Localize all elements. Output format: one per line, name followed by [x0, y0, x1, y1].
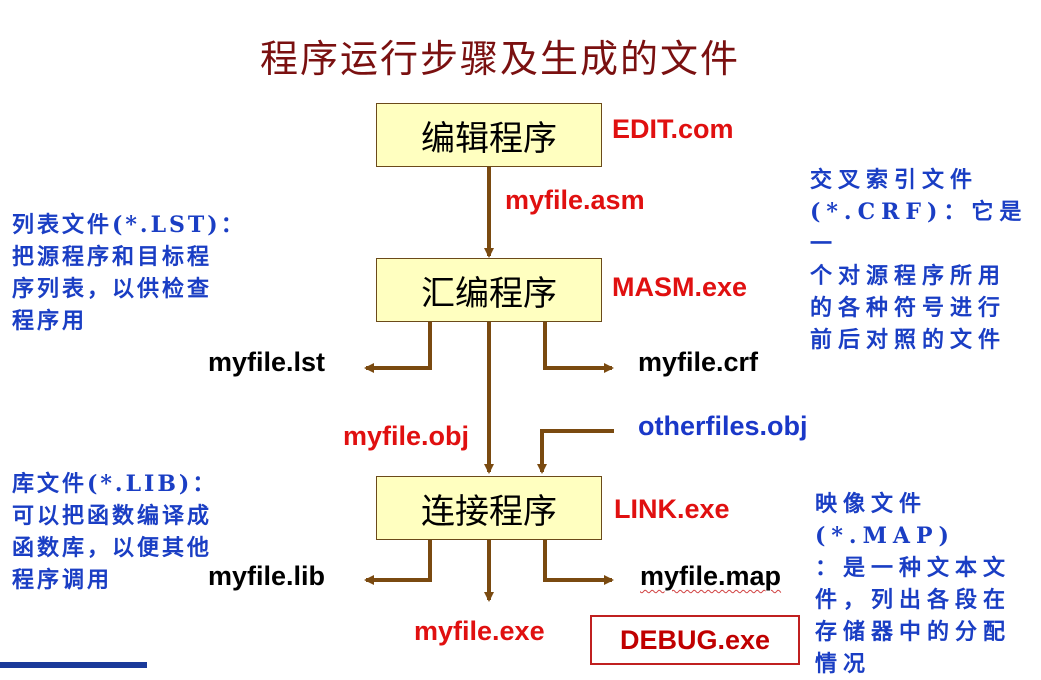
edit-box: 编辑程序 [376, 103, 602, 167]
bottom-bar [0, 662, 147, 668]
link-box: 连接程序 [376, 476, 602, 540]
note-crf-line: 交叉索引文件 [810, 167, 979, 193]
note-crf-line: 的各种符号进行 [810, 295, 1007, 321]
note-crf-line: 前后对照的文件 [810, 327, 1007, 353]
tool-link: LINK.exe [614, 494, 730, 524]
note-crf: 交叉索引文件 (*.CRF)：它是一 个对源程序所用 的各种符号进行 前后对照的… [810, 164, 1041, 356]
note-lib-line: 函数库，以便其他 [12, 535, 213, 561]
note-lib-line: 可以把函数编译成 [12, 503, 213, 529]
arrow-to-lst [364, 322, 432, 373]
file-crf: myfile.crf [638, 347, 759, 377]
note-lst-line: 列表文件(*.LST)： [12, 212, 246, 238]
note-lib: 库文件(*.LIB)： 可以把函数编译成 函数库，以便其他 程序调用 [12, 468, 217, 596]
note-map: 映像文件(*.MAP) ：是一种文本文 件，列出各段在 存储器中的分配 情况 [815, 488, 1041, 680]
tool-masm: MASM.exe [612, 272, 748, 302]
arrow-otherobj [537, 429, 614, 474]
tool-debug: DEBUG.exe [590, 615, 800, 665]
file-obj: myfile.obj [343, 421, 470, 451]
file-lst: myfile.lst [208, 347, 326, 377]
note-map-line: 件，列出各段在 [815, 587, 1012, 613]
note-lst-line: 程序用 [12, 308, 88, 334]
note-lst-line: 把源程序和目标程 [12, 244, 213, 270]
note-map-line: 存储器中的分配 [815, 619, 1012, 645]
note-map-line: ：是一种文本文 [815, 555, 1012, 581]
arrow-to-crf [543, 322, 614, 373]
file-exe: myfile.exe [414, 616, 545, 646]
file-asm: myfile.asm [505, 185, 645, 215]
note-map-line: 情况 [815, 651, 872, 677]
note-map-line: 映像文件(*.MAP) [815, 491, 955, 549]
page-title: 程序运行步骤及生成的文件 [259, 37, 740, 81]
note-lib-line: 程序调用 [12, 567, 113, 593]
note-lst: 列表文件(*.LST)： 把源程序和目标程 序列表，以供检查 程序用 [12, 209, 246, 337]
file-lib: myfile.lib [208, 561, 326, 591]
note-crf-line: (*.CRF)：它是一 [810, 199, 1028, 257]
note-lib-line: 库文件(*.LIB)： [12, 471, 218, 497]
tool-edit: EDIT.com [612, 114, 734, 144]
assemble-box: 汇编程序 [376, 258, 602, 322]
file-map: myfile.map [640, 561, 782, 591]
file-otherobj: otherfiles.obj [638, 411, 808, 441]
arrow-to-lib [364, 540, 432, 585]
arrow-to-map [543, 540, 614, 585]
note-lst-line: 序列表，以供检查 [12, 276, 213, 302]
note-crf-line: 个对源程序所用 [810, 263, 1007, 289]
